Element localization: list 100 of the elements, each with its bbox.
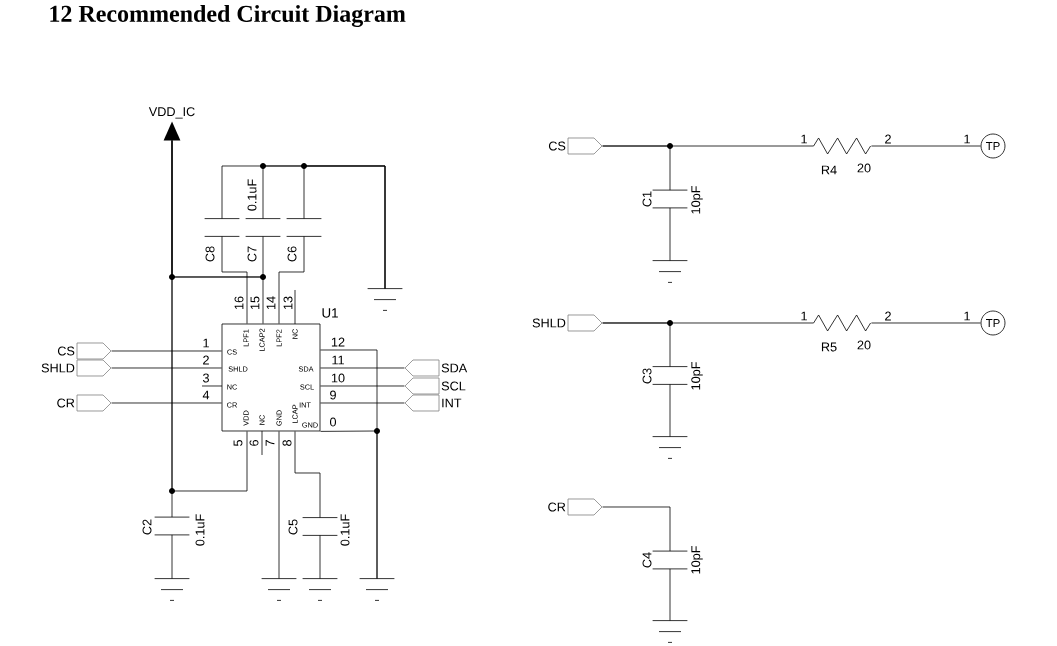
component-value: 0.1uF [247, 179, 257, 211]
pin-number: 14 [266, 296, 276, 310]
pin-number: 4 [202, 390, 210, 400]
wire [871, 145, 981, 147]
node-label: INT [442, 398, 462, 408]
node-label: CR [57, 398, 75, 408]
component-label: C2 [142, 519, 152, 535]
ground-symbol [261, 578, 297, 601]
port-connector: SCL [404, 377, 466, 395]
pin-number: 1 [203, 338, 209, 348]
ground-symbol [154, 578, 190, 601]
component-label: U1 [322, 308, 338, 318]
capacitor-symbol [652, 550, 688, 570]
node-label: CS [548, 141, 566, 151]
component-label: C7 [247, 246, 257, 262]
pin-number: 16 [234, 296, 244, 310]
pin-number: 2 [885, 311, 891, 321]
node-label: CR [548, 502, 566, 512]
capacitor-symbol [154, 516, 190, 536]
component-value: 10pF [691, 546, 703, 574]
wire [602, 322, 814, 324]
test-point: TP [980, 133, 1006, 159]
wire [320, 430, 378, 579]
wire [111, 367, 222, 369]
node-label: SCL [441, 381, 466, 391]
capacitor-symbol [204, 218, 240, 237]
port-connector: SHLD [41, 359, 112, 377]
component-label: C1 [642, 191, 652, 207]
component-label: R5 [821, 342, 837, 352]
wire [294, 431, 321, 518]
wire [871, 322, 981, 324]
component-value: 10pF [691, 186, 703, 214]
resistor-symbol [813, 137, 871, 155]
ground-symbol [652, 620, 688, 643]
pin-number: 7 [265, 440, 275, 446]
component-value: 10pF [691, 362, 703, 390]
port-connector: SHLD [532, 314, 603, 332]
wire [669, 568, 671, 621]
pin-number: 12 [331, 337, 345, 347]
pin-number: 11 [332, 355, 344, 365]
capacitor-symbol [652, 366, 688, 385]
node-label: SHLD [41, 363, 75, 373]
ground-symbol [652, 260, 688, 283]
pin-number: 6 [249, 440, 259, 446]
component-label: R4 [821, 165, 837, 175]
resistor-symbol [813, 314, 871, 332]
component-value: 0.1uF [340, 514, 350, 546]
node-label: SHLD [532, 318, 566, 328]
ground-symbol [652, 436, 688, 459]
wire [602, 506, 671, 552]
capacitor-symbol [245, 218, 281, 237]
wire [303, 165, 386, 289]
pin-number: 1 [964, 311, 970, 321]
wire [320, 367, 405, 369]
port-connector: CS [57, 342, 112, 360]
capacitor-symbol [302, 517, 338, 536]
pin-number: 3 [202, 373, 209, 383]
port-connector: CS [548, 137, 603, 155]
wire [669, 384, 671, 437]
port-connector: INT [404, 394, 462, 412]
pin-number: 9 [330, 390, 336, 400]
pin-number: 5 [233, 440, 243, 446]
ground-symbol [359, 578, 395, 601]
pin-number: 2 [203, 355, 209, 365]
port-connector: SDA [404, 359, 468, 377]
ground-symbol [302, 578, 338, 601]
component-label: C5 [288, 519, 298, 535]
pin-number: 13 [283, 296, 293, 310]
pin-number: 10 [331, 373, 345, 383]
component-label: C6 [287, 246, 297, 262]
node-label: SDA [441, 363, 468, 373]
port-connector: CR [548, 498, 603, 516]
wire [278, 431, 280, 579]
pin-number: 0 [330, 417, 337, 427]
wire [602, 145, 814, 147]
wire [111, 402, 222, 404]
component-value: 20 [857, 163, 871, 173]
component-value: 0.1uF [195, 514, 205, 546]
port-connector: CR [57, 394, 112, 412]
component-label: C4 [642, 552, 652, 568]
ground-symbol [367, 288, 403, 311]
wire [171, 140, 248, 492]
pin-number: 1 [801, 311, 807, 321]
capacitor-symbol [286, 218, 322, 237]
component-label: C8 [205, 246, 215, 262]
component-value: 20 [857, 340, 871, 350]
pin-number: 1 [801, 134, 807, 144]
wire [319, 535, 321, 579]
pin-number: 8 [282, 440, 292, 446]
heading: 12 Recommended Circuit Diagram [50, 5, 406, 27]
wire [111, 350, 222, 352]
capacitor-symbol [652, 189, 688, 209]
wire [320, 402, 405, 404]
wire [669, 207, 671, 261]
wire [171, 534, 173, 579]
pin-number: 1 [964, 134, 970, 144]
pin-number: 15 [250, 296, 260, 310]
test-point: TP [980, 310, 1006, 336]
wire [221, 236, 248, 324]
wire [278, 236, 305, 324]
